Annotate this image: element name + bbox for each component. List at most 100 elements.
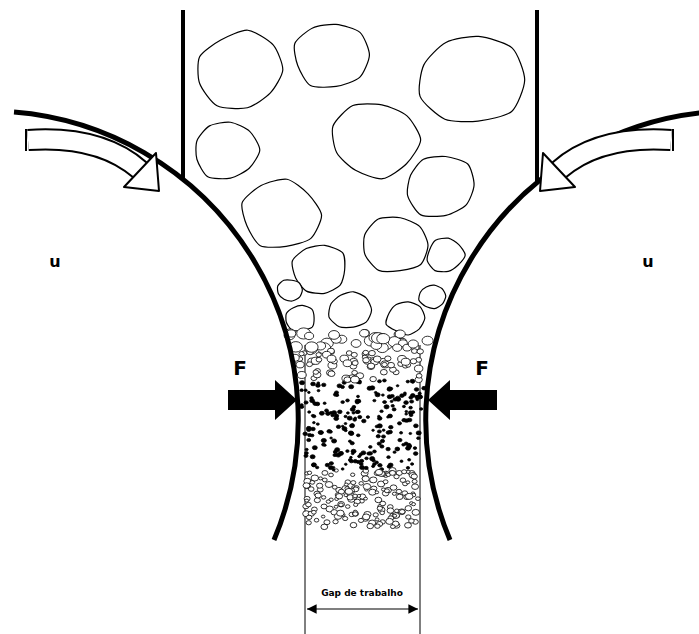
particle [359, 482, 363, 486]
particle [350, 442, 354, 445]
dimension-label: Gap de trabalho [319, 589, 405, 599]
particle [372, 429, 375, 431]
particle [406, 467, 409, 470]
particle [386, 431, 390, 434]
particle [420, 408, 423, 411]
particle [375, 425, 378, 428]
ore-rocks [196, 24, 525, 335]
particle [396, 396, 401, 400]
particle [389, 471, 395, 476]
particle [341, 425, 344, 427]
particle [332, 439, 337, 443]
particle [322, 443, 326, 446]
particle [403, 392, 406, 394]
particle [386, 518, 393, 524]
particle [410, 359, 417, 364]
particle [351, 340, 361, 348]
particle [338, 501, 345, 506]
particle [409, 519, 415, 523]
particle [304, 401, 308, 404]
particle [341, 468, 344, 470]
particle [333, 450, 337, 453]
particle [312, 415, 316, 418]
particle [349, 432, 354, 436]
particle [311, 475, 319, 481]
ore-rock [277, 280, 302, 301]
particle [350, 407, 355, 411]
particle [399, 510, 405, 514]
rotation-label: u [640, 253, 655, 271]
particle [416, 497, 421, 501]
particle [411, 381, 414, 383]
particle [351, 376, 360, 383]
particle [346, 412, 349, 414]
particle [351, 481, 356, 485]
particle [417, 432, 421, 435]
particle [409, 414, 413, 417]
particle [387, 395, 392, 399]
particle [407, 444, 412, 448]
particle [412, 509, 419, 515]
particle [367, 523, 374, 528]
particle [303, 483, 310, 489]
particle [306, 515, 312, 519]
particle [355, 410, 359, 413]
particle [386, 447, 390, 450]
particle [332, 485, 337, 489]
particle [350, 522, 357, 527]
particle [395, 330, 405, 338]
particle [388, 362, 395, 367]
particle [402, 470, 407, 474]
particle [402, 405, 405, 407]
particle [352, 412, 355, 414]
dimension-line [307, 608, 418, 609]
particle [346, 399, 350, 402]
particle [362, 476, 368, 481]
particle [363, 350, 369, 354]
particle [384, 405, 389, 409]
particle [305, 499, 309, 502]
ore-rock [332, 104, 420, 179]
particle [356, 434, 360, 437]
particle [375, 469, 382, 475]
particle [390, 400, 393, 402]
particle [364, 466, 368, 469]
particle [392, 492, 396, 495]
particle [322, 478, 327, 482]
particle [304, 389, 307, 391]
particle [408, 340, 418, 348]
particle [310, 397, 314, 400]
particle [346, 450, 349, 453]
particle [344, 423, 347, 425]
particle [303, 432, 307, 436]
particle [404, 401, 409, 405]
particle [347, 416, 352, 420]
particle [377, 506, 382, 510]
particle [314, 518, 319, 522]
particle [411, 463, 414, 465]
particle [367, 364, 374, 370]
particle [377, 430, 381, 433]
particle [352, 361, 358, 366]
particle [409, 473, 416, 479]
particle [373, 513, 378, 517]
gap-line [305, 345, 306, 634]
particle [313, 370, 319, 374]
particle [405, 493, 413, 499]
force-arrow [228, 380, 297, 420]
particle [380, 410, 383, 413]
particle [388, 387, 392, 390]
hopper-wall [535, 10, 539, 183]
particle [396, 385, 399, 387]
crushed-particles [284, 328, 433, 530]
particle [392, 408, 396, 411]
particle [334, 505, 338, 508]
particle [387, 508, 394, 513]
particle [400, 478, 406, 482]
particle [312, 446, 317, 450]
particle [373, 356, 381, 362]
particle [316, 423, 319, 425]
particle [360, 466, 365, 470]
particle [339, 503, 344, 507]
particle [414, 388, 418, 392]
